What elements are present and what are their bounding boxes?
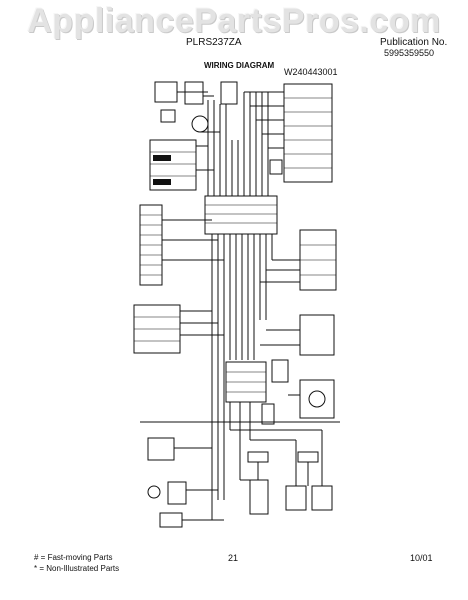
center-lower-connector bbox=[225, 361, 267, 440]
diagram-part-number: W240443001 bbox=[284, 67, 338, 77]
dispenser-control-board bbox=[269, 83, 333, 183]
diagram-title: WIRING DIAGRAM bbox=[204, 61, 275, 70]
watermark: AppliancePartsPros.com bbox=[27, 2, 441, 40]
publication-number: 5995359550 bbox=[384, 48, 435, 58]
date-code: 10/01 bbox=[410, 553, 433, 563]
bottom-valves bbox=[140, 421, 340, 515]
dispenser-connector bbox=[139, 204, 224, 286]
right-components bbox=[260, 229, 337, 425]
legend-fast-moving: # = Fast-moving Parts bbox=[34, 553, 113, 562]
left-connector bbox=[133, 304, 224, 354]
page-number: 21 bbox=[228, 553, 239, 563]
switch-block bbox=[149, 139, 197, 191]
legend-non-illustrated: * = Non-Illustrated Parts bbox=[34, 564, 120, 573]
top-components bbox=[154, 81, 238, 133]
model-number: PLRS237ZA bbox=[186, 37, 242, 48]
compressor-area bbox=[147, 437, 224, 528]
publication-label: Publication No. bbox=[380, 37, 448, 48]
main-connector-top bbox=[204, 195, 278, 235]
wire-harness bbox=[177, 91, 300, 500]
